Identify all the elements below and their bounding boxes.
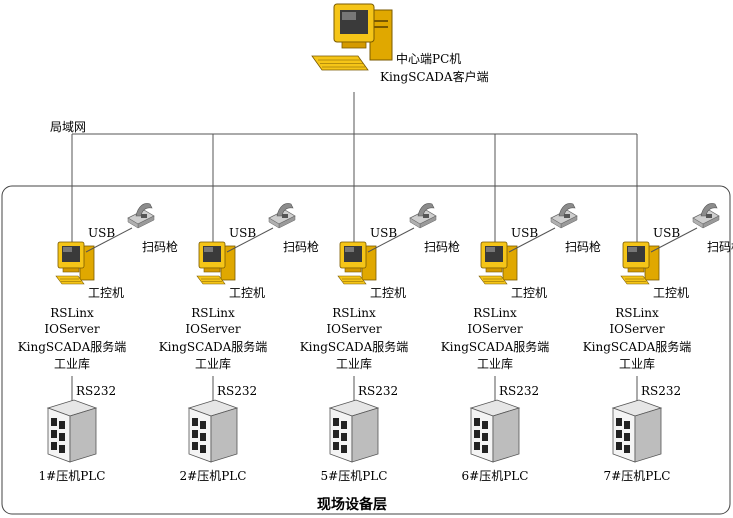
kingscada-server-label: KingSCADA服务端 [440, 340, 550, 354]
usb-label: USB [229, 226, 257, 240]
ioserver-label: IOServer [185, 322, 241, 336]
rs232-label: RS232 [499, 384, 540, 398]
field-layer-boundary [1, 185, 731, 515]
plc-cabinet-icon [329, 399, 379, 463]
plc-cabinet-icon [470, 399, 520, 463]
kingscada-server-label: KingSCADA服务端 [17, 340, 127, 354]
rs232-label: RS232 [217, 384, 258, 398]
ioserver-label: IOServer [609, 322, 665, 336]
usb-label: USB [511, 226, 539, 240]
scanner-label: 扫码枪 [142, 240, 179, 254]
kingscada-server-label: KingSCADA服务端 [582, 340, 692, 354]
barcode-scanner-icon [692, 203, 720, 229]
industrial-pc-icon [55, 241, 95, 285]
usb-label: USB [653, 226, 681, 240]
industrial-pc-icon [478, 241, 518, 285]
industrial-pc-icon [337, 241, 377, 285]
plc-label: 2#压机PLC [179, 469, 247, 483]
rslinx-label: RSLinx [473, 306, 517, 320]
ioserver-label: IOServer [44, 322, 100, 336]
usb-label: USB [88, 226, 116, 240]
usb-link-line [508, 227, 556, 253]
usb-link-line [226, 227, 274, 253]
barcode-scanner-icon [127, 203, 155, 229]
barcode-scanner-icon [409, 203, 437, 229]
plc-cabinet-icon [47, 399, 97, 463]
industrial-pc-icon [620, 241, 660, 285]
scanner-label: 扫码枪 [283, 240, 320, 254]
industrial-pc-icon [196, 241, 236, 285]
kingscada-server-label: KingSCADA服务端 [158, 340, 268, 354]
kingscada-server-label: KingSCADA服务端 [299, 340, 409, 354]
central-pc-label: 中心端PC机 [396, 52, 462, 66]
rslinx-label: RSLinx [191, 306, 235, 320]
rslinx-label: RSLinx [615, 306, 659, 320]
industrial-pc-label: 工控机 [88, 286, 125, 300]
usb-link-line [650, 227, 698, 253]
plc-label: 6#压机PLC [461, 469, 529, 483]
plc-label: 1#压机PLC [38, 469, 106, 483]
field-layer-title: 现场设备层 [317, 497, 387, 513]
industrial-db-label: 工业库 [53, 357, 90, 371]
usb-label: USB [370, 226, 398, 240]
industrial-db-label: 工业库 [476, 357, 513, 371]
industrial-pc-label: 工控机 [370, 286, 407, 300]
plc-cabinet-icon [188, 399, 238, 463]
plc-label: 7#压机PLC [603, 469, 671, 483]
industrial-pc-label: 工控机 [511, 286, 548, 300]
rslinx-label: RSLinx [50, 306, 94, 320]
rs232-label: RS232 [358, 384, 399, 398]
scanner-label: 扫码枪 [565, 240, 602, 254]
industrial-pc-label: 工控机 [229, 286, 266, 300]
central-pc-icon [311, 3, 393, 71]
plc-cabinet-icon [612, 399, 662, 463]
central-client-label: KingSCADA客户端 [380, 70, 489, 84]
industrial-db-label: 工业库 [335, 357, 372, 371]
scanner-label: 扫码枪 [707, 240, 733, 254]
lan-label: 局域网 [50, 120, 87, 134]
industrial-db-label: 工业库 [194, 357, 231, 371]
ioserver-label: IOServer [326, 322, 382, 336]
scanner-label: 扫码枪 [424, 240, 461, 254]
usb-link-line [85, 227, 133, 253]
plc-label: 5#压机PLC [320, 469, 388, 483]
industrial-db-label: 工业库 [618, 357, 655, 371]
barcode-scanner-icon [550, 203, 578, 229]
rs232-label: RS232 [641, 384, 682, 398]
ioserver-label: IOServer [467, 322, 523, 336]
rslinx-label: RSLinx [332, 306, 376, 320]
industrial-pc-label: 工控机 [653, 286, 690, 300]
barcode-scanner-icon [268, 203, 296, 229]
rs232-label: RS232 [76, 384, 117, 398]
usb-link-line [367, 227, 415, 253]
